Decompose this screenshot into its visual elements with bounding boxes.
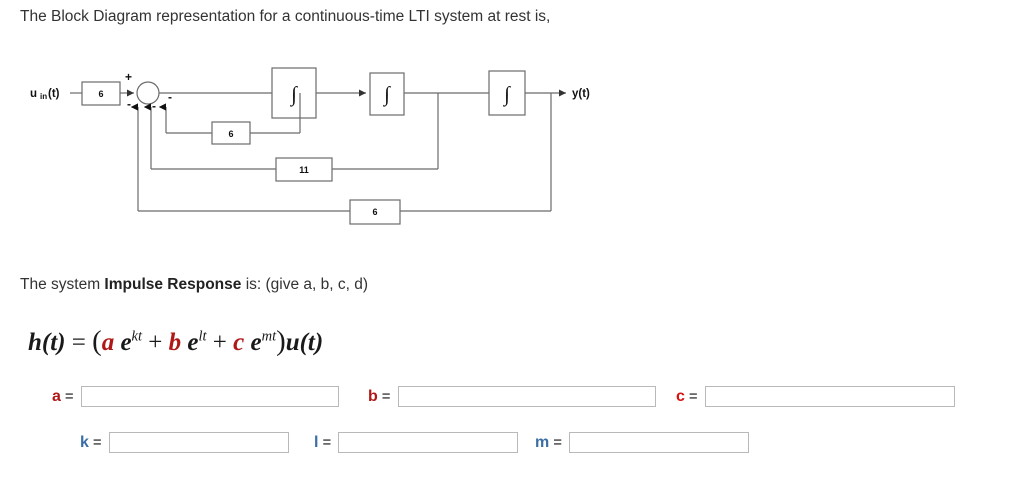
summing-plus-sign: + [125, 70, 132, 84]
block-feedback-gain-6b [349, 199, 401, 225]
equation-plus-1: + [148, 329, 163, 356]
feedback-gain-3-value: 6 [372, 207, 377, 217]
answer-field-l[interactable]: l = [314, 432, 519, 453]
input-m[interactable] [569, 432, 749, 453]
equation-base-2: e [187, 329, 199, 356]
equation-exponent-lt: lt [198, 328, 207, 345]
input-l[interactable] [338, 432, 519, 453]
answer-field-m[interactable]: m = [535, 432, 749, 453]
impulse-prompt-suffix: is: (give a, b, c, d) [241, 276, 369, 293]
input-signal-subscript: in [40, 92, 47, 101]
equals-b: = [381, 388, 391, 405]
output-signal-label: y(t) [572, 88, 590, 100]
equation-lhs: h(t) [28, 329, 66, 356]
summing-minus-sign-3: - [168, 90, 172, 104]
equation-plus-2: + [212, 329, 227, 356]
equation-base-1: e [120, 329, 132, 356]
integrator-3-symbol: ∫ [502, 82, 511, 107]
equation-exponent-mt: mt [261, 328, 277, 345]
equation-open-paren: ( [92, 325, 102, 357]
input-c[interactable] [704, 386, 955, 407]
equation-equals: = [71, 329, 86, 356]
feedback-gain-2-value: 11 [299, 165, 309, 175]
label-k: k [80, 433, 89, 451]
integrator-2-symbol: ∫ [382, 82, 391, 107]
answer-field-k[interactable]: k = [80, 432, 289, 453]
input-k[interactable] [108, 432, 289, 453]
block-diagram: u in (t) y(t) 6 ∫ ∫ ∫ 6 11 6 + - - - [0, 55, 640, 235]
feedback-gain-1-value: 6 [228, 129, 233, 139]
label-b: b [368, 387, 378, 405]
equals-m: = [553, 434, 562, 451]
input-gain-value: 6 [98, 89, 103, 99]
summing-minus-sign-2: - [152, 99, 156, 113]
intro-text: The Block Diagram representation for a c… [20, 8, 551, 25]
answer-field-a[interactable]: a = [52, 386, 339, 407]
label-l: l [314, 433, 319, 451]
equals-c: = [688, 388, 698, 405]
equation-base-3: e [250, 329, 262, 356]
input-a[interactable] [80, 386, 339, 407]
equation-coeff-a: a [101, 329, 115, 356]
answer-field-c[interactable]: c = [676, 386, 955, 407]
impulse-response-prompt: The system Impulse Response is: (give a,… [20, 276, 368, 294]
equation-exponent-kt: kt [131, 328, 143, 345]
impulse-response-equation: h(t) = (a ekt + b elt + c emt)u(t) [28, 325, 323, 358]
impulse-prompt-prefix: The system [20, 276, 105, 293]
label-c: c [676, 387, 685, 405]
equals-k: = [92, 434, 102, 451]
summing-minus-sign-1: - [127, 97, 131, 111]
input-b[interactable] [397, 386, 656, 407]
equals-a: = [64, 388, 74, 405]
equals-l: = [322, 434, 332, 451]
integrator-1-symbol: ∫ [289, 82, 298, 107]
equation-coeff-b: b [168, 329, 182, 356]
label-m: m [535, 433, 550, 451]
block-integrator-2 [369, 72, 405, 116]
equation-rhs: u(t) [285, 329, 324, 356]
label-a: a [52, 387, 61, 405]
equation-close-paren: ) [276, 325, 286, 357]
impulse-prompt-bold: Impulse Response [104, 276, 242, 293]
equation-coeff-c: c [233, 329, 245, 356]
input-signal-label: u [30, 88, 37, 100]
answer-field-b[interactable]: b = [368, 386, 656, 407]
input-signal-suffix: (t) [48, 88, 60, 100]
